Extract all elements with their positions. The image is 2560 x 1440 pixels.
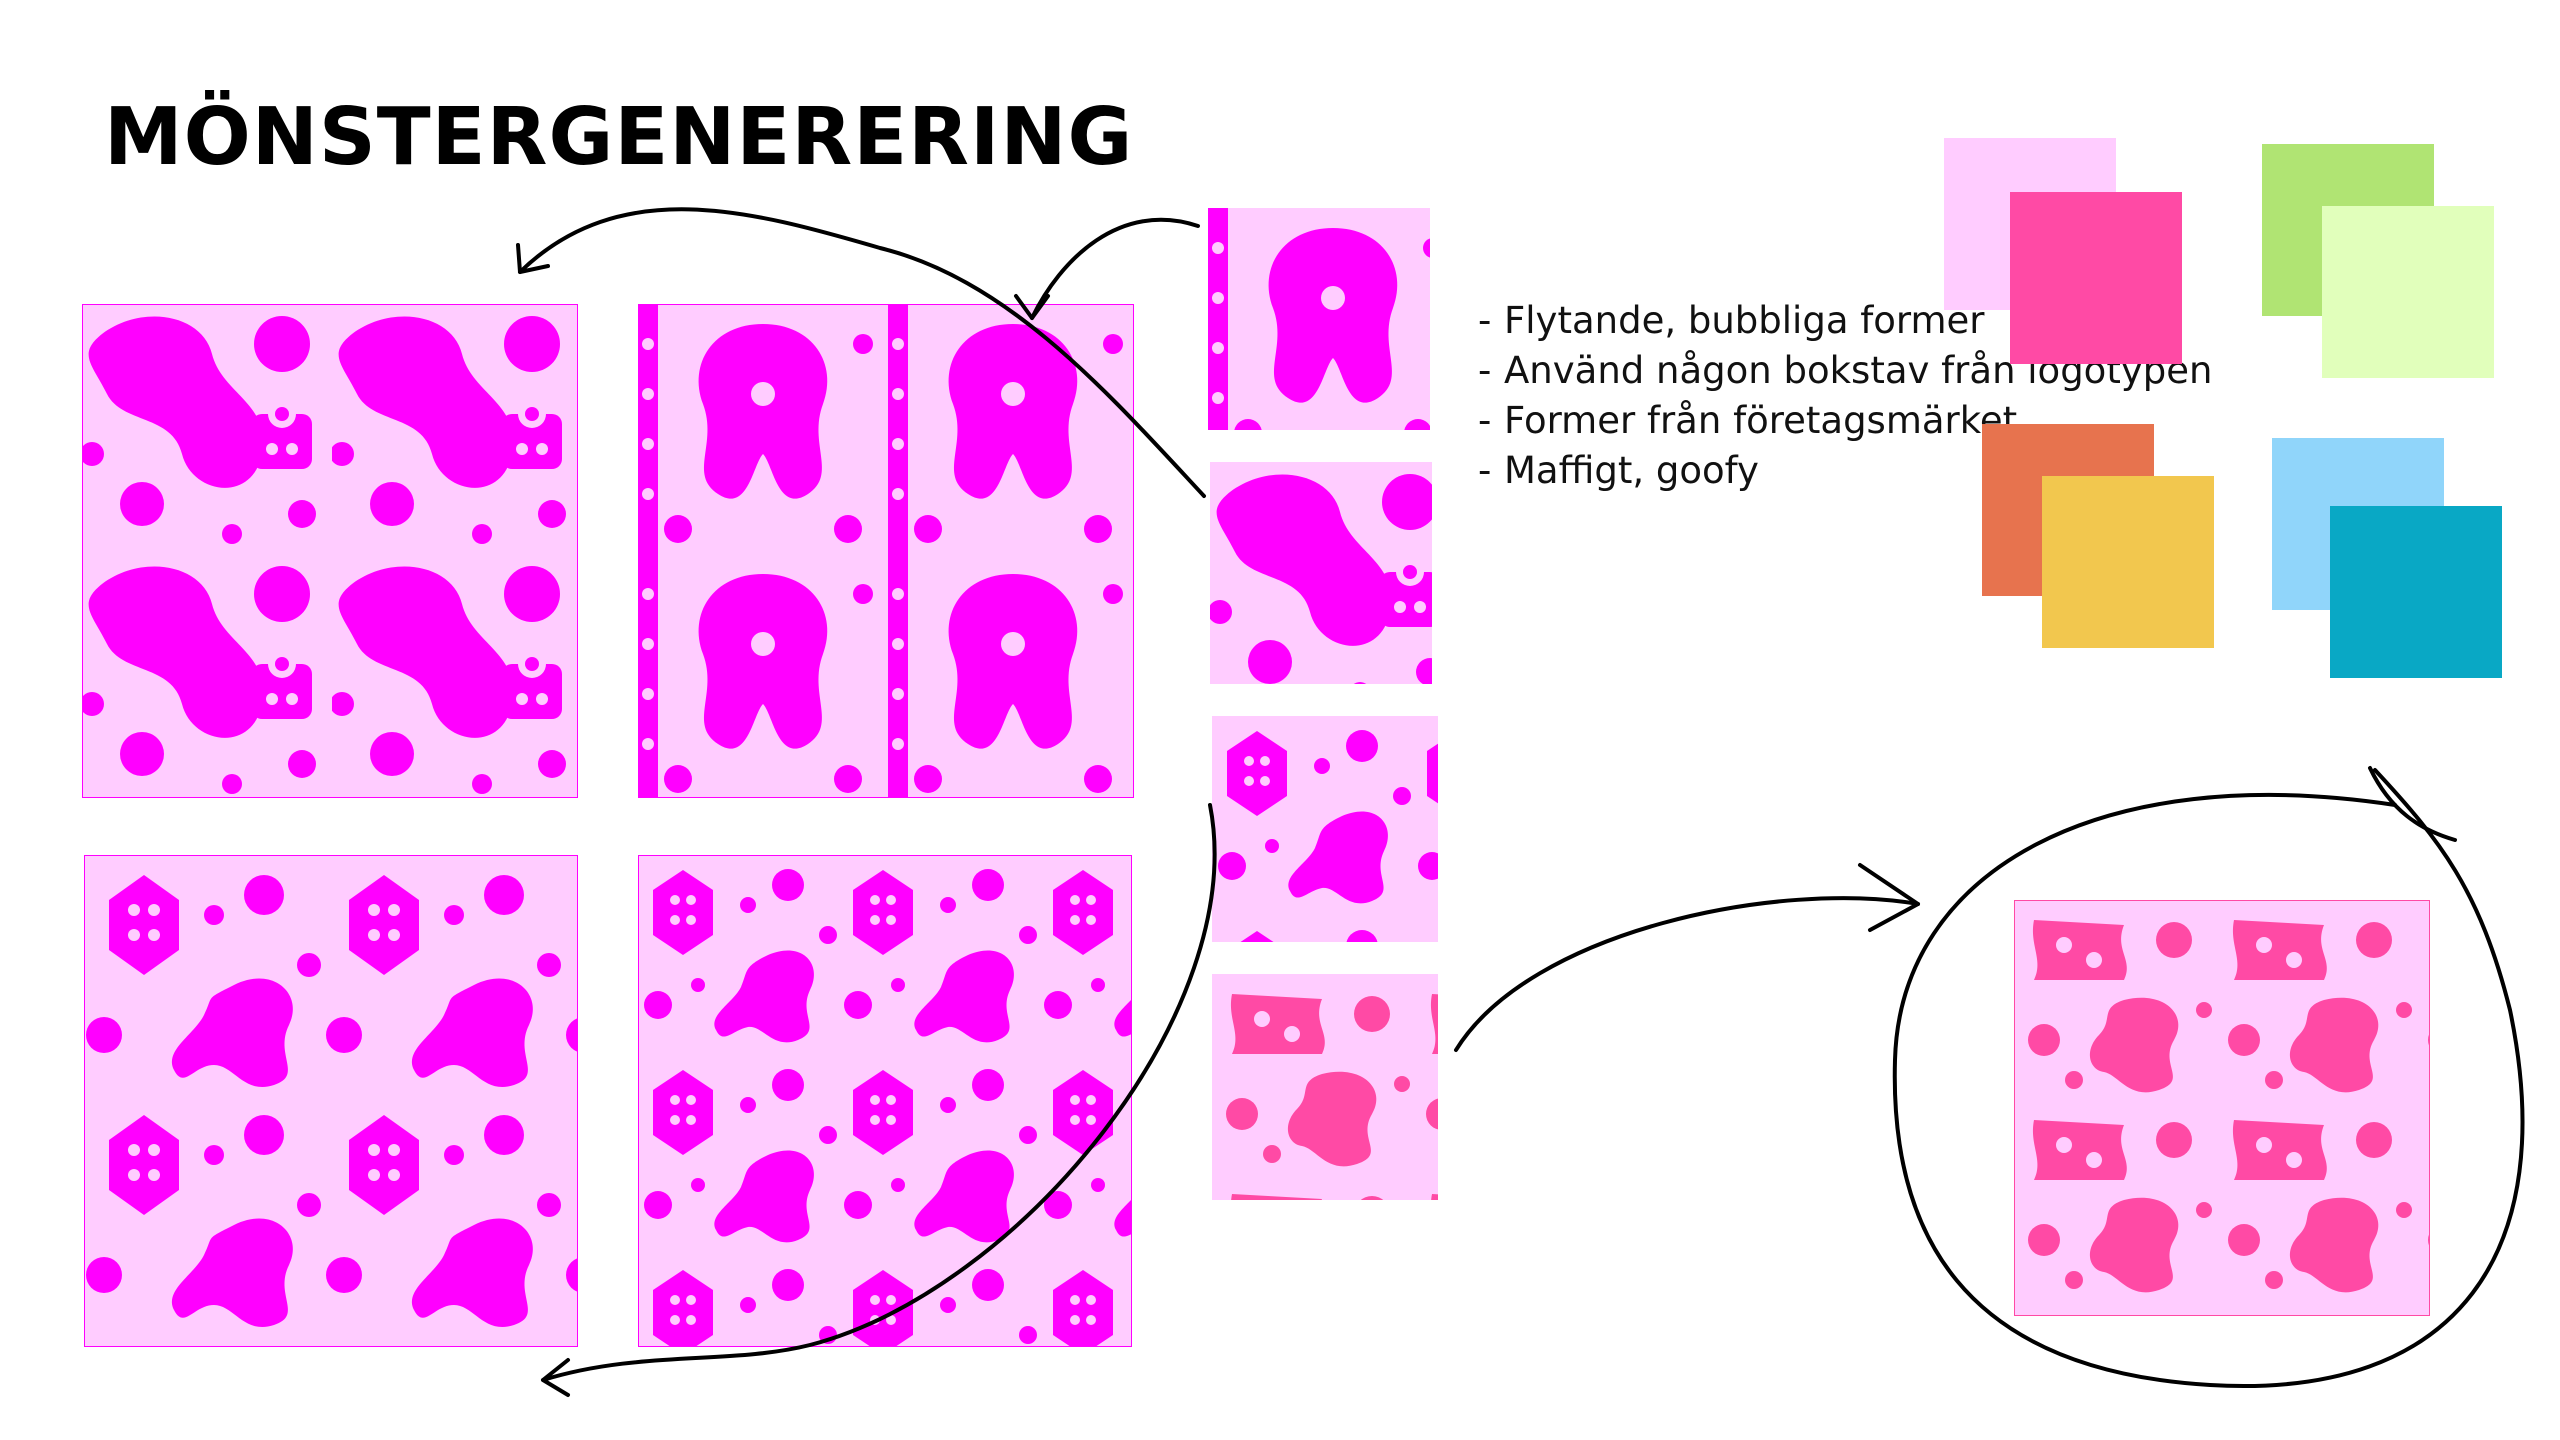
swatch-teal (2330, 506, 2502, 678)
swatch-yellow (2042, 476, 2214, 648)
final-pattern-tile (2014, 900, 2430, 1316)
motif-tile-1 (1208, 208, 1430, 430)
note-item: Former från företagsmärket (1478, 396, 2212, 446)
motif-tile-4 (1212, 974, 1438, 1200)
pattern-tile-blobs (82, 304, 578, 798)
swatch-light-green (2322, 206, 2494, 378)
pattern-tile-stripes (638, 304, 1134, 798)
page-title: MÖNSTERGENERERING (104, 91, 1134, 183)
pattern-tile-shields (84, 855, 578, 1347)
note-item: Maffigt, goofy (1478, 446, 2212, 496)
swatch-hot-pink (2010, 192, 2182, 364)
motif-tile-3 (1212, 716, 1438, 942)
note-item: Flytande, bubbliga former (1478, 296, 2212, 346)
motif-tile-2 (1210, 462, 1432, 684)
pattern-tile-dense (638, 855, 1132, 1347)
notes-list: Flytande, bubbliga former Använd någon b… (1478, 296, 2212, 496)
